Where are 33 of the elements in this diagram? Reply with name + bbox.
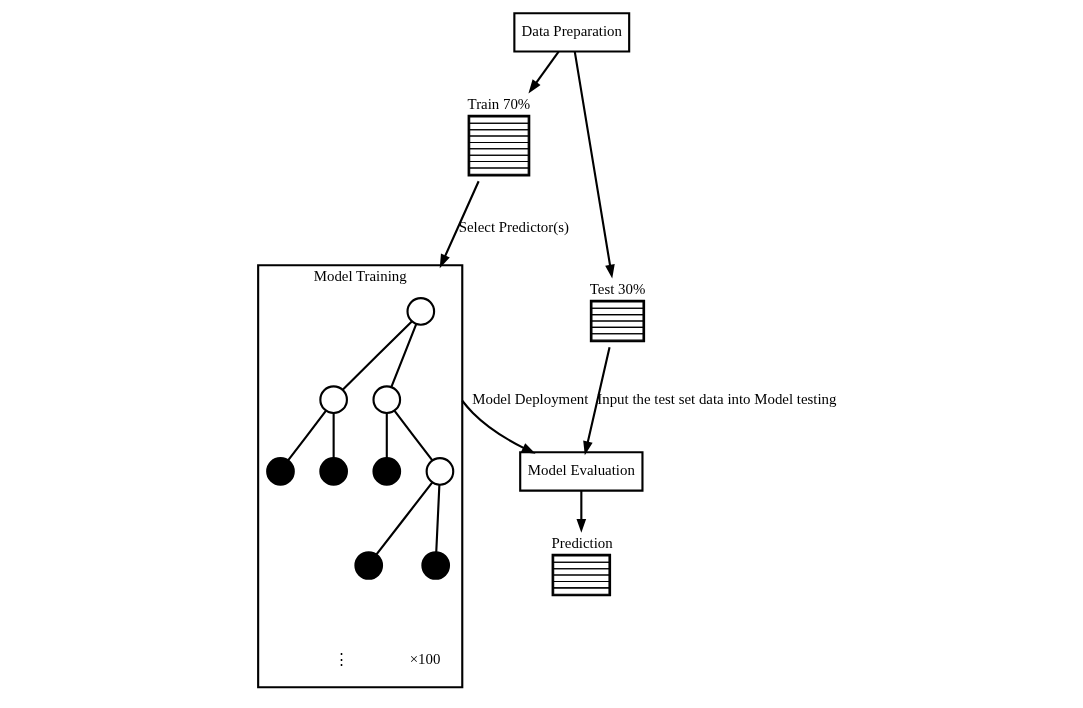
connector bbox=[332, 412, 335, 458]
edge-label: Model Deployment bbox=[471, 390, 588, 407]
node-circle bbox=[420, 550, 450, 580]
arrow bbox=[460, 399, 536, 454]
label: ⋮ bbox=[333, 650, 349, 667]
node-circle bbox=[318, 456, 348, 486]
connector bbox=[286, 409, 327, 461]
connector bbox=[434, 484, 440, 552]
node-box: Model Evaluation bbox=[518, 450, 644, 492]
node-circle bbox=[318, 384, 348, 414]
arrow bbox=[439, 180, 480, 268]
arrow bbox=[573, 50, 615, 279]
node-circle bbox=[405, 296, 435, 326]
connector bbox=[393, 409, 433, 461]
arrow bbox=[576, 490, 586, 533]
node-circle bbox=[353, 550, 383, 580]
connector bbox=[375, 481, 433, 555]
connector bbox=[341, 320, 413, 390]
connector bbox=[385, 412, 388, 458]
node-circle bbox=[371, 384, 401, 414]
node-label: Train 70% bbox=[467, 95, 530, 112]
node-circle bbox=[371, 456, 401, 486]
node-label: ×100 bbox=[409, 650, 440, 667]
node-circle bbox=[265, 456, 295, 486]
node-label: Prediction bbox=[551, 534, 613, 551]
arrow bbox=[582, 346, 611, 455]
connector bbox=[389, 323, 417, 387]
arrow bbox=[527, 50, 559, 93]
node-box: Data Preparation bbox=[512, 11, 630, 53]
node-circle bbox=[425, 456, 454, 486]
edge-label: Input the test set data into Model testing bbox=[596, 390, 836, 407]
node-label: Test 30% bbox=[589, 280, 645, 297]
edge-label: Select Predictor(s) bbox=[458, 218, 569, 235]
